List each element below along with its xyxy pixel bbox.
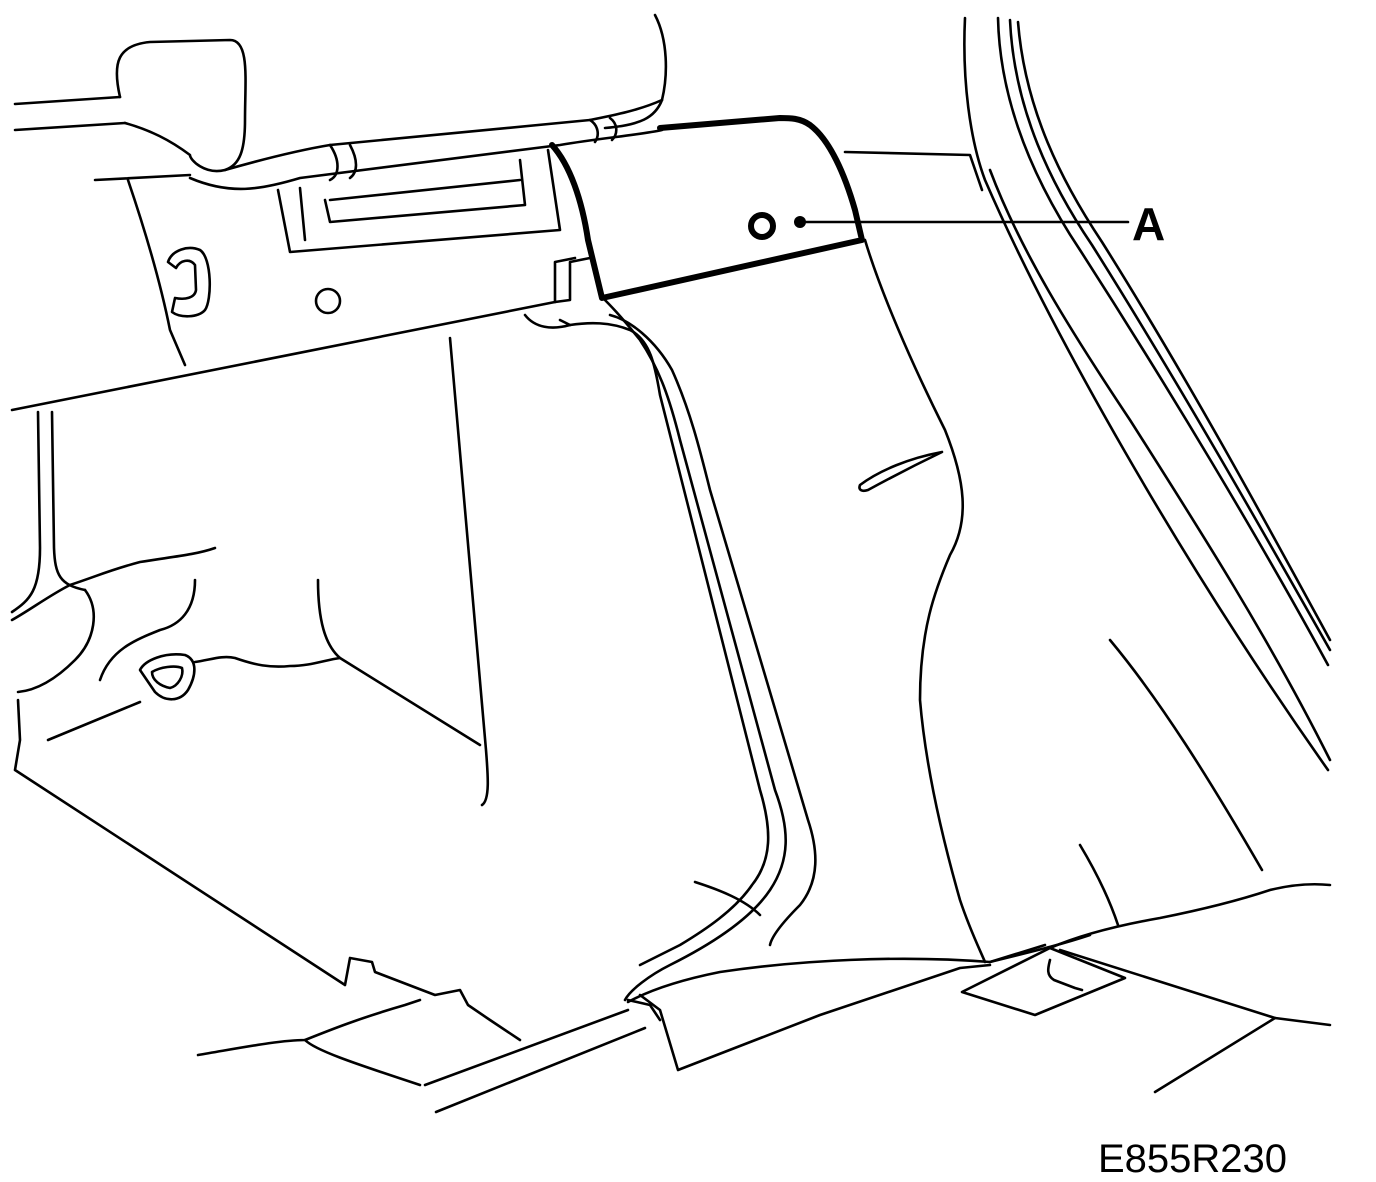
shelf-front-edge xyxy=(10,256,592,412)
latch-recess-inner xyxy=(323,158,527,224)
channel-end-lower xyxy=(626,998,662,1022)
wheel-arch-contour xyxy=(1108,638,1264,872)
channel-dash xyxy=(693,880,762,917)
seat-bolster-crease-3 xyxy=(588,118,600,144)
sill-plate-bottom xyxy=(434,1026,647,1114)
lower-quarter-crease xyxy=(1078,843,1120,927)
center-trim-channel xyxy=(523,293,817,1022)
seat-left-side xyxy=(93,173,192,182)
channel-step-a xyxy=(558,318,572,327)
seat-bolster-crease-1 xyxy=(328,143,339,182)
parcel-shelf-panel xyxy=(10,256,592,412)
left-pillar xyxy=(10,410,217,694)
seat-top-edge-outer xyxy=(13,95,122,106)
rear-floor-lower xyxy=(626,882,1332,1094)
window-frame-outer xyxy=(963,16,1330,772)
belt-guide-loop xyxy=(166,246,212,318)
upper-trim-edge xyxy=(843,150,984,192)
seat-side-contour xyxy=(126,178,187,367)
window-frame-line-1 xyxy=(996,16,1330,667)
rear-floor-carpet xyxy=(1048,882,1332,950)
floor-edge-wave xyxy=(193,655,342,668)
floor-front-edge xyxy=(13,698,522,1042)
tie-down-loop xyxy=(138,653,196,701)
carpet-ripple-mid xyxy=(98,578,197,682)
shelf-hole xyxy=(314,287,342,315)
rear-window-frame xyxy=(963,16,1332,927)
window-frame-line-3 xyxy=(1016,20,1332,642)
seat-backrest xyxy=(13,13,668,367)
rear-floor-bracket xyxy=(960,946,1127,1017)
sill-plate-top xyxy=(423,1008,630,1087)
seat-bolster-crease-2 xyxy=(348,143,358,180)
headrest-right-cushion xyxy=(603,13,668,130)
rear-floor-ledge xyxy=(988,943,1047,964)
rear-floor-bracket-inner xyxy=(1046,958,1084,992)
lower-panel-step xyxy=(638,963,992,1072)
latch-recess-side xyxy=(298,186,307,242)
latch-recess-outer xyxy=(276,148,562,254)
seat-bolster-crease-4 xyxy=(608,116,618,142)
lower-panel-edge xyxy=(626,933,1092,1004)
fastener-clip xyxy=(748,212,776,240)
cargo-floor xyxy=(13,336,647,1114)
highlighted-trim-panel: A xyxy=(549,115,1165,301)
trim-panel-outline xyxy=(549,115,865,301)
carpet-lower-left xyxy=(196,998,422,1057)
channel-right-edge xyxy=(608,313,817,947)
floor-divider xyxy=(448,336,490,807)
window-frame-line-2 xyxy=(1008,18,1332,652)
latch-recess-inner-top xyxy=(328,178,522,202)
floor-contour xyxy=(316,578,482,747)
seat-bolster-bottom xyxy=(188,128,664,191)
left-pillar-outer xyxy=(10,410,42,614)
seat-top-edge-inner xyxy=(13,121,127,132)
window-frame-line-4 xyxy=(988,168,1332,762)
floor-line-left xyxy=(46,700,142,742)
c-pillar-crease xyxy=(858,450,944,493)
shelf-step xyxy=(553,256,577,304)
callout-label-a: A xyxy=(1132,198,1165,250)
rear-floor-edge-lower xyxy=(1153,1016,1277,1094)
carpet-ripple-left xyxy=(16,588,96,694)
channel-outer xyxy=(598,293,787,1002)
headrest-outline xyxy=(115,38,247,173)
c-pillar-front-edge xyxy=(863,238,987,964)
figure-code-label: E855R230 xyxy=(1098,1137,1287,1181)
left-pillar-inner xyxy=(50,410,87,592)
seat-latch-recess xyxy=(276,148,562,254)
carpet-edge-left xyxy=(10,546,217,622)
carpet-lower-flap xyxy=(303,1038,422,1087)
channel-inner xyxy=(523,313,770,967)
